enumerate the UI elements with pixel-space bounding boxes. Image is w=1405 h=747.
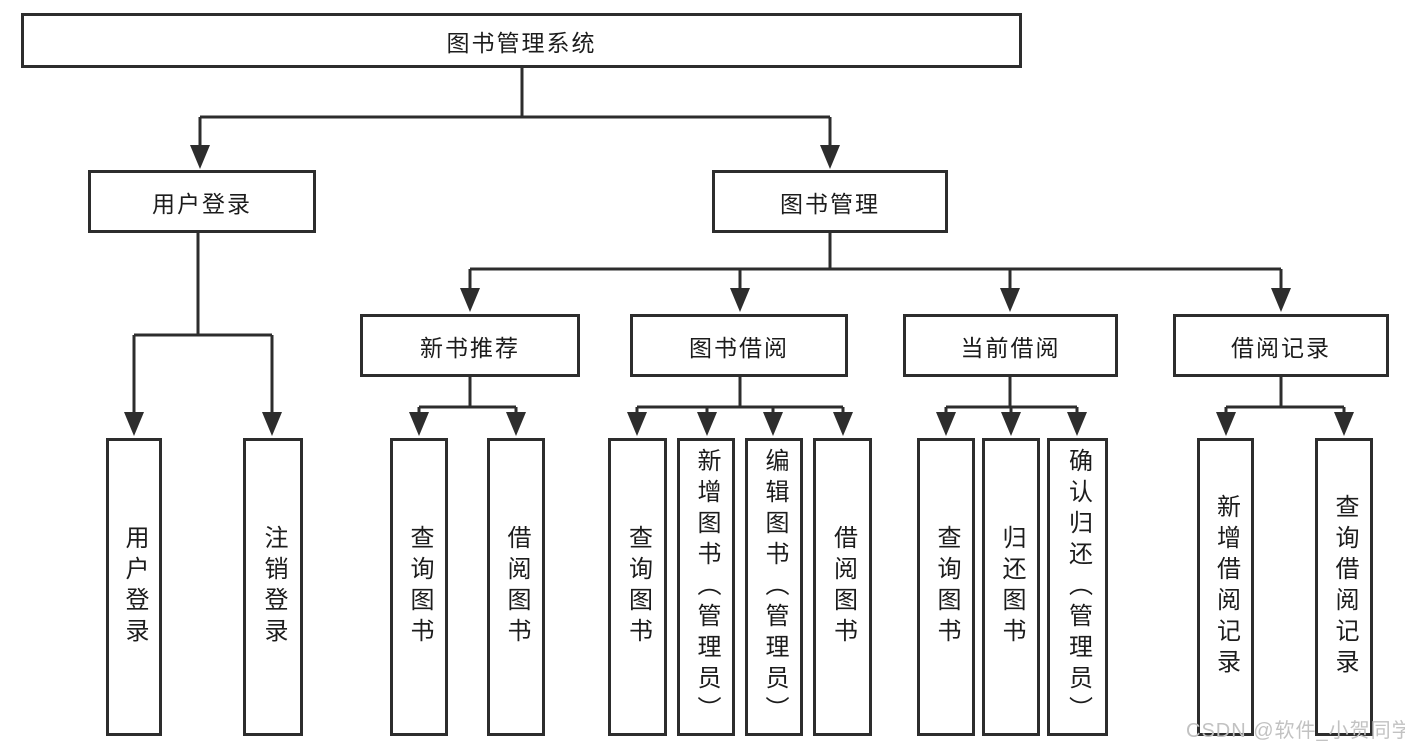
node-user-login: 用户登录 xyxy=(88,170,316,233)
arrowhead-icon xyxy=(763,412,783,436)
arrowhead-icon xyxy=(190,145,210,169)
arrowhead-icon xyxy=(1216,412,1236,436)
arrowhead-icon xyxy=(262,412,282,436)
connector-line xyxy=(417,377,518,416)
connector-line xyxy=(198,68,832,150)
connector-user-login-to-leaves xyxy=(124,233,282,436)
connector-line xyxy=(635,377,845,416)
csdn-watermark: CSDN @软件_小贺同学 xyxy=(1186,720,1405,742)
arrowhead-icon xyxy=(1271,288,1291,312)
connector-book-mgmt-to-level3 xyxy=(460,233,1291,312)
leaf-cb-query-book: 查询图书 xyxy=(917,438,975,736)
arrowhead-icon xyxy=(936,412,956,436)
node-book-borrow: 图书借阅 xyxy=(630,314,848,377)
arrowhead-icon xyxy=(1001,412,1021,436)
leaf-br-query-record: 查询借阅记录 xyxy=(1315,438,1373,736)
leaf-bb-add-book: 新增图书（管理员） xyxy=(677,438,735,736)
connector-current-borrow-to-leaves xyxy=(936,377,1087,436)
arrowhead-icon xyxy=(124,412,144,436)
arrowhead-icon xyxy=(820,145,840,169)
leaf-cb-return-book: 归还图书 xyxy=(982,438,1040,736)
leaf-nbr-borrow-book: 借阅图书 xyxy=(487,438,545,736)
node-book-mgmt: 图书管理 xyxy=(712,170,948,233)
arrowhead-icon xyxy=(730,288,750,312)
arrowhead-icon xyxy=(627,412,647,436)
connector-new-book-rec-to-leaves xyxy=(409,377,526,436)
connector-line xyxy=(132,233,274,416)
node-new-book-rec: 新书推荐 xyxy=(360,314,580,377)
arrowhead-icon xyxy=(1000,288,1020,312)
arrowhead-icon xyxy=(833,412,853,436)
connector-book-borrow-to-leaves xyxy=(627,377,853,436)
connector-root-to-level2 xyxy=(190,68,840,169)
arrowhead-icon xyxy=(409,412,429,436)
connector-line xyxy=(1224,377,1346,416)
leaf-bb-query-book: 查询图书 xyxy=(608,438,667,736)
arrowhead-icon xyxy=(1067,412,1087,436)
leaf-user-login: 用户登录 xyxy=(106,438,162,736)
connector-borrow-records-to-leaves xyxy=(1216,377,1354,436)
leaf-bb-edit-book: 编辑图书（管理员） xyxy=(745,438,803,736)
arrowhead-icon xyxy=(697,412,717,436)
node-root-library-system: 图书管理系统 xyxy=(21,13,1022,68)
leaf-nbr-query-book: 查询图书 xyxy=(390,438,448,736)
leaf-br-add-record: 新增借阅记录 xyxy=(1197,438,1254,736)
leaf-cb-confirm-return: 确认归还（管理员） xyxy=(1047,438,1108,736)
node-borrow-records: 借阅记录 xyxy=(1173,314,1389,377)
arrowhead-icon xyxy=(506,412,526,436)
leaf-logout: 注销登录 xyxy=(243,438,303,736)
leaf-bb-borrow-book: 借阅图书 xyxy=(813,438,872,736)
arrowhead-icon xyxy=(460,288,480,312)
connector-line xyxy=(468,233,1283,292)
arrowhead-icon xyxy=(1334,412,1354,436)
connector-line xyxy=(944,377,1079,416)
node-current-borrow: 当前借阅 xyxy=(903,314,1118,377)
